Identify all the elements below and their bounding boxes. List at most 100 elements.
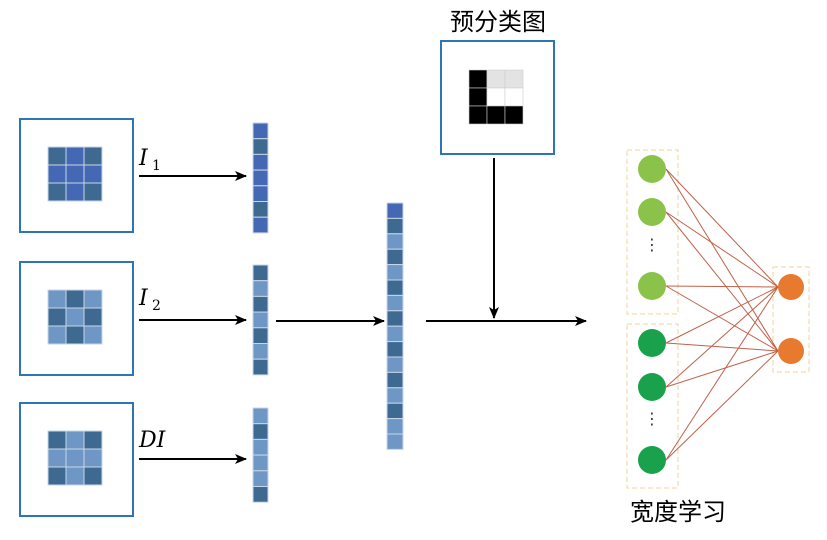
network-edge [665, 350, 779, 388]
concat-cell [386, 341, 404, 358]
concat-cell [386, 402, 404, 420]
network-edge [665, 211, 779, 288]
concat-cell [386, 279, 404, 296]
grid-cell [83, 448, 103, 468]
label-i2: I 2 [138, 286, 161, 314]
input-images [19, 118, 134, 517]
concat-cell [386, 433, 404, 450]
grid-cell [47, 146, 67, 166]
vector-cell [252, 280, 269, 297]
vector-cell [252, 423, 269, 440]
grid-cell [65, 325, 85, 345]
vector-cell [252, 358, 269, 376]
vector-i1 [252, 122, 269, 234]
network-edge [665, 168, 779, 288]
network-title: 宽度学习 [630, 498, 726, 526]
concat-cell [386, 248, 404, 266]
concat-cell [386, 294, 404, 312]
input-node [638, 446, 666, 474]
input-image-i2 [19, 261, 134, 376]
preclass-cell [486, 105, 506, 125]
grid-cell [47, 289, 67, 309]
grid-cell [83, 182, 103, 202]
vector-cell [252, 454, 269, 472]
preclass-cell [468, 69, 488, 89]
vector-cell [252, 122, 269, 140]
grid-cell [83, 430, 103, 450]
grid-cell [65, 466, 85, 486]
vector-cell [252, 327, 269, 344]
vector-cell [252, 343, 269, 360]
concat-cell [386, 387, 404, 404]
network-edge [665, 285, 779, 288]
network-edge [665, 350, 779, 461]
network-edge [665, 286, 779, 344]
concat-cell [386, 356, 404, 373]
network-edge [665, 285, 779, 352]
vector-cell [252, 138, 269, 155]
preclass-cell [468, 105, 488, 125]
preclass-title: 预分类图 [450, 8, 546, 36]
input-node [638, 272, 666, 300]
broad-learning-network: ⋮⋮ [626, 149, 810, 489]
group1-box [626, 149, 679, 315]
input-node [638, 329, 666, 357]
network-edge [665, 286, 779, 388]
network-edge [665, 342, 779, 352]
preclass-cell [504, 87, 524, 107]
preclass-cell [468, 87, 488, 107]
concat-cell [386, 310, 404, 327]
input-node [638, 373, 666, 401]
vector-cell [252, 185, 269, 203]
grid-cell [83, 466, 103, 486]
concatenated-vector [386, 202, 404, 450]
grid-cell [83, 307, 103, 327]
vector-cell [252, 153, 269, 171]
grid-cell [47, 182, 67, 202]
grid-cell [47, 466, 67, 486]
vector-cell [252, 407, 269, 425]
vector-cell [252, 216, 269, 234]
concat-cell [386, 233, 404, 250]
input-node [638, 198, 666, 226]
vector-cell [252, 438, 269, 456]
vector-cell [252, 201, 269, 218]
network-edge [665, 286, 779, 461]
concat-cell [386, 418, 404, 435]
grid-cell [65, 430, 85, 450]
grid-cell [47, 307, 67, 327]
input-image-i1 [19, 118, 134, 233]
network-edge [665, 168, 779, 352]
grid-cell [65, 164, 85, 184]
vector-cell [252, 264, 269, 282]
network-edge [665, 211, 779, 352]
vector-cell [252, 295, 269, 313]
grid-cell [47, 430, 67, 450]
grid-cell [47, 325, 67, 345]
group2-box [626, 323, 679, 489]
concat-cell [386, 325, 404, 343]
grid-cell [83, 289, 103, 309]
grid-cell [65, 182, 85, 202]
concat-cell [386, 217, 404, 235]
grid-cell [47, 164, 67, 184]
grid-cell [65, 289, 85, 309]
label-i1-sub: 1 [152, 158, 161, 174]
label-i2-main: I [138, 286, 149, 311]
grid-cell [65, 448, 85, 468]
preclass-cell [504, 69, 524, 89]
vector-cell [252, 311, 269, 329]
preclass-cell [486, 87, 506, 107]
grid-cell [47, 448, 67, 468]
grid-cell [83, 146, 103, 166]
vector-cell [252, 470, 269, 487]
input-node [638, 155, 666, 183]
network-edges [665, 168, 779, 461]
preclass-image [440, 40, 555, 155]
concat-cell [386, 371, 404, 389]
preclass-cell [486, 69, 506, 89]
grid-cell [65, 307, 85, 327]
label-i1: I 1 [138, 146, 161, 174]
label-i1-main: I [138, 146, 149, 171]
